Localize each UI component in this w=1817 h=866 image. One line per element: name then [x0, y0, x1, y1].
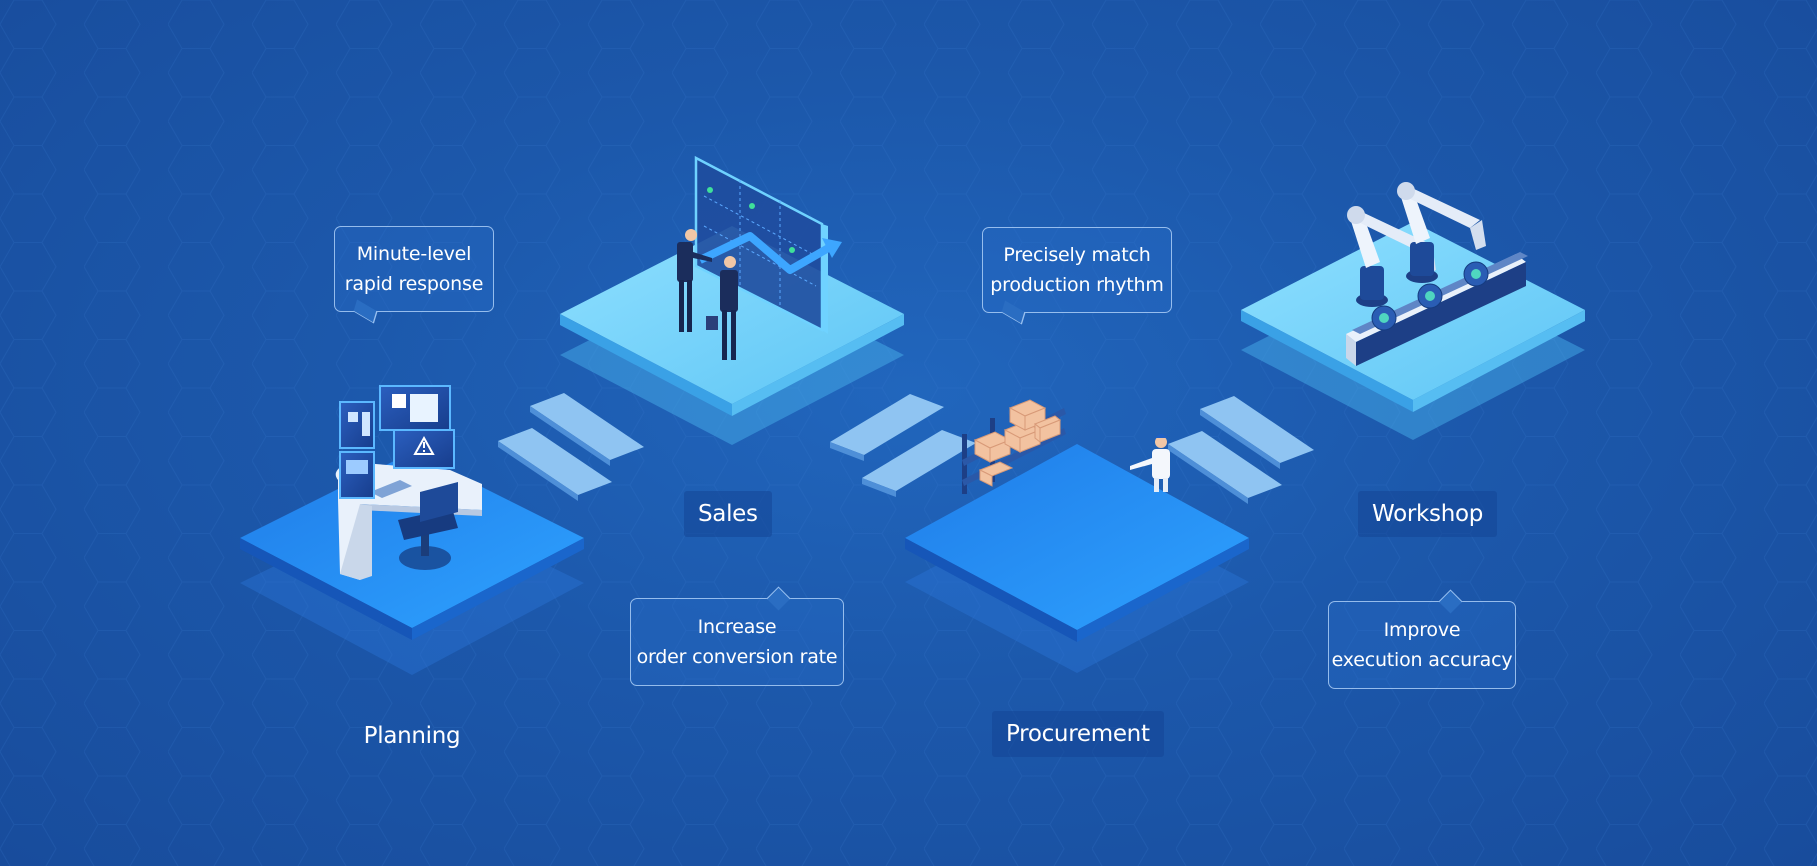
label-procurement: Procurement: [992, 711, 1164, 757]
sales-chart-board: [694, 155, 842, 334]
callout-procurement-line-2: production rhythm: [990, 274, 1164, 296]
callout-planning-line-1: Minute-level: [356, 243, 472, 265]
workshop-conveyor: [1346, 252, 1528, 366]
callout-planning: Minute-level rapid response: [334, 226, 494, 324]
callout-workshop-line-1: Improve: [1383, 619, 1461, 641]
planning-workstation: [335, 385, 482, 580]
sales-businessmen: [677, 229, 738, 360]
callout-workshop-line-2: execution accuracy: [1331, 649, 1513, 671]
label-workshop: Workshop: [1358, 491, 1498, 537]
label-sales: Sales: [684, 491, 772, 537]
procurement-warehouse: [962, 399, 1170, 494]
label-planning: Planning: [363, 723, 461, 749]
callout-procurement: Precisely match production rhythm: [982, 227, 1172, 325]
planning-platform: [240, 452, 584, 675]
connector-procurement-workshop: [1168, 396, 1314, 504]
callout-sales-line-2: order conversion rate: [636, 646, 838, 668]
callout-procurement-line-1: Precisely match: [1003, 244, 1151, 266]
callout-sales-line-1: Increase: [697, 616, 777, 638]
connector-planning-sales: [498, 393, 644, 501]
workshop-robot-arms: [1347, 182, 1486, 307]
connector-sales-procurement: [830, 394, 976, 497]
callout-workshop: Improve execution accuracy: [1328, 589, 1516, 689]
callout-planning-line-2: rapid response: [344, 273, 484, 295]
warning-triangle-icon: [413, 435, 435, 455]
procurement-platform: [905, 444, 1249, 673]
callout-sales: Increase order conversion rate: [630, 586, 844, 686]
